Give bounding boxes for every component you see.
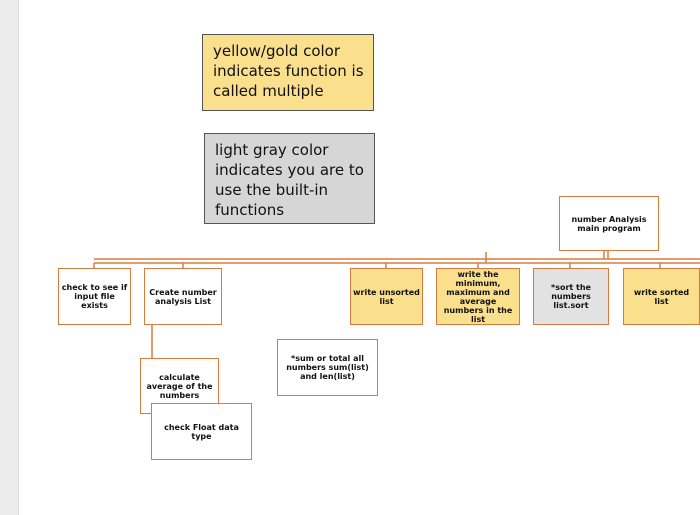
legend-multiple-calls: yellow/gold color indicates function is … bbox=[202, 34, 374, 111]
node-sort-numbers-label: *sort the numbers list.sort bbox=[551, 283, 591, 310]
node-write-sorted-label: write sorted list bbox=[633, 287, 690, 306]
node-check-float: check Float data type bbox=[151, 403, 252, 460]
node-write-min-max-avg: write the minimum, maximum and average n… bbox=[436, 268, 520, 325]
legend-builtin-functions: light gray color indicates you are to us… bbox=[204, 133, 375, 224]
node-write-unsorted: write unsorted list bbox=[350, 268, 423, 325]
node-sum-total: *sum or total all numbers sum(list) and … bbox=[277, 339, 378, 396]
node-main-program: number Analysis main program bbox=[559, 196, 659, 251]
node-create-list: Create number analysis List bbox=[144, 268, 222, 325]
node-check-float-label: check Float data type bbox=[164, 422, 239, 441]
node-write-sorted: write sorted list bbox=[623, 268, 700, 325]
node-check-file: check to see if input file exists bbox=[58, 268, 131, 325]
node-main-program-label: number Analysis main program bbox=[571, 214, 647, 233]
node-create-list-label: Create number analysis List bbox=[149, 287, 217, 306]
window-edge bbox=[0, 0, 19, 515]
node-sort-numbers: *sort the numbers list.sort bbox=[533, 268, 609, 325]
legend-gray-text: light gray color indicates you are to us… bbox=[215, 141, 364, 219]
legend-yellow-text: yellow/gold color indicates function is … bbox=[213, 42, 364, 100]
node-check-file-label: check to see if input file exists bbox=[61, 283, 128, 310]
node-write-min-max-avg-label: write the minimum, maximum and average n… bbox=[443, 269, 513, 324]
node-write-unsorted-label: write unsorted list bbox=[353, 287, 420, 306]
node-calc-average-label: calculate average of the numbers bbox=[146, 372, 213, 400]
node-sum-total-label: *sum or total all numbers sum(list) and … bbox=[286, 354, 369, 381]
